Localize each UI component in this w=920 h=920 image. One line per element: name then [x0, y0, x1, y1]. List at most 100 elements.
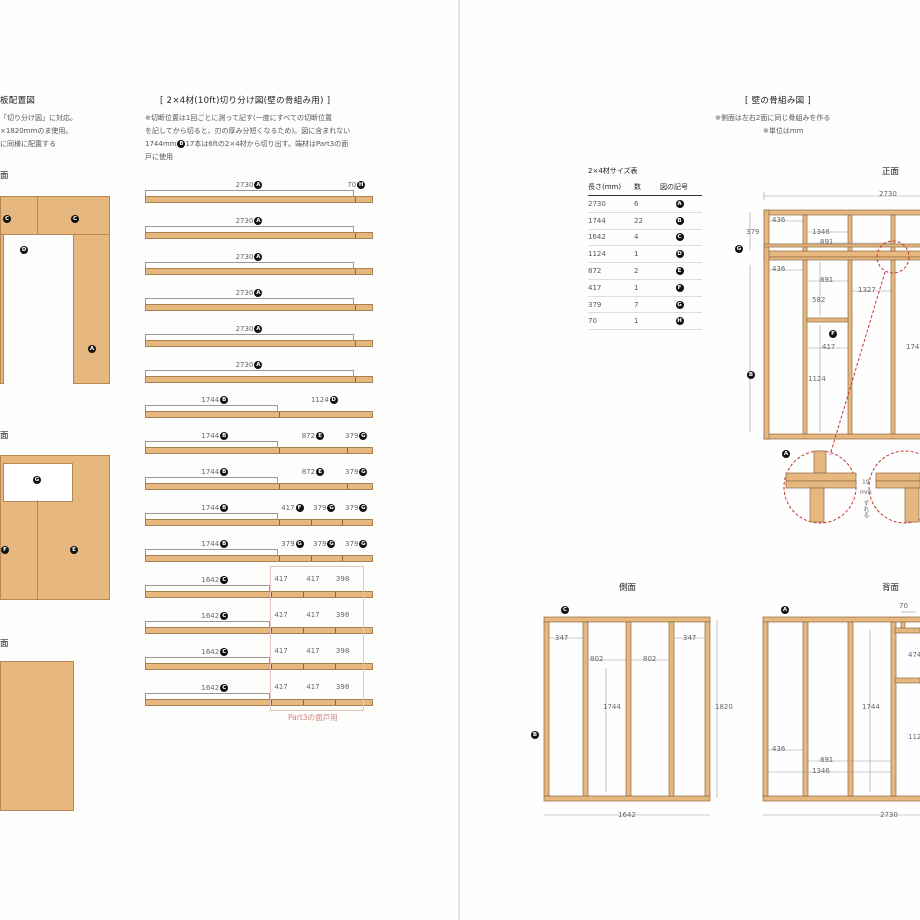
size-count: 22: [634, 212, 660, 230]
layout-title: 板配置図: [0, 96, 36, 106]
cut-title: [ 2×4材(10ft)切り分け図(壁の骨組み用) ]: [160, 96, 331, 106]
dim-front-width: 2730: [879, 190, 897, 198]
side-label: 側面: [619, 583, 637, 593]
cut-mark: [335, 663, 337, 669]
leftover-box: [270, 566, 364, 711]
detail-mm: mm: [860, 489, 872, 496]
size-symbol-badge: G: [675, 300, 684, 309]
dimension-line: [145, 549, 279, 555]
stud: [847, 259, 853, 435]
back-label: 背面: [882, 583, 900, 593]
size-symbol-badge: D: [675, 250, 684, 259]
badge-f: F: [1, 545, 9, 554]
cut-mark: [354, 232, 356, 238]
size-length: 2730: [588, 195, 634, 213]
side-frame: [543, 616, 718, 816]
badge-b: B: [177, 140, 186, 148]
stud: [802, 621, 809, 797]
piece-id-badge: B: [220, 504, 229, 513]
cut-mark: [354, 197, 356, 202]
badge-a: A: [782, 449, 790, 458]
piece-label: 417: [274, 646, 288, 655]
size-table-header: 図の記号: [660, 180, 702, 196]
piece-label: 398: [335, 610, 350, 619]
size-count: 4: [634, 229, 660, 247]
cut-mark: [354, 376, 356, 382]
piece-id-badge: A: [254, 288, 263, 297]
size-symbol-badge: B: [675, 216, 684, 225]
dim-front-379: 379: [746, 228, 760, 236]
cut-mark: [354, 268, 356, 274]
bottom-plate: [762, 795, 920, 802]
dim-front-417: 417: [822, 343, 836, 351]
badge-b: B: [531, 730, 539, 739]
layout-note-1: 「切り分け図」に対応。: [0, 114, 77, 122]
badge-d: D: [20, 245, 28, 254]
cut-mark: [303, 663, 305, 669]
detail-stud: [813, 450, 827, 474]
stud: [625, 621, 632, 797]
size-symbol-badge: C: [675, 233, 684, 242]
badge-c: C: [3, 214, 11, 223]
cut-board: [145, 411, 373, 419]
badge-g: G: [735, 244, 743, 253]
cut-board: [145, 590, 373, 598]
size-symbol-badge: F: [675, 283, 684, 292]
cripple-stud: [847, 214, 853, 252]
piece-id-badge: D: [329, 396, 338, 405]
dim-front-891b: 891: [820, 276, 834, 284]
piece-id-badge: G: [359, 540, 368, 548]
dim-back-1744: 1744: [862, 703, 880, 711]
cut-board: [145, 339, 373, 347]
size-symbol-badge: H: [675, 317, 684, 326]
piece-label: 417: [306, 682, 320, 691]
dim-side-1642: 1642: [618, 811, 636, 819]
dimension-line: [145, 620, 271, 627]
cut-board: [145, 483, 373, 491]
top-plate: [762, 616, 920, 623]
cut-note-2: を記してから切ると、刃の厚み分短くなるため)。図に含まれない: [145, 127, 351, 135]
cut-board: [145, 626, 373, 634]
cut-mark: [311, 520, 313, 526]
cut-mark: [279, 412, 281, 418]
detail-stud-2: [809, 487, 825, 523]
dim-front-582: 582: [812, 296, 826, 304]
cut-board: [145, 555, 373, 562]
badge-c: C: [71, 214, 79, 223]
dimension-line: [145, 297, 354, 304]
size-length: 417: [588, 279, 634, 297]
piece-label: 398: [335, 574, 350, 583]
short-rail-2: [894, 677, 920, 684]
cut-mark: [303, 591, 305, 597]
layout-note-2: ×1820mmのま使用。: [0, 127, 73, 135]
dim-front-1346: 1346: [812, 228, 830, 236]
piece-id-badge: C: [220, 683, 229, 692]
left-page: 板配置図 「切り分け図」に対応。 ×1820mmのま使用。 に同様に配置する 面…: [0, 0, 458, 920]
detail-plate-3: [875, 472, 920, 482]
frame-title: [ 壁の骨組み図 ]: [745, 96, 812, 106]
stud: [582, 621, 589, 797]
cut-mark: [279, 484, 281, 490]
piece-id-badge: G: [359, 504, 368, 513]
size-count: 6: [634, 195, 660, 213]
piece-id-badge: G: [295, 540, 304, 548]
book-gutter: [458, 0, 460, 920]
